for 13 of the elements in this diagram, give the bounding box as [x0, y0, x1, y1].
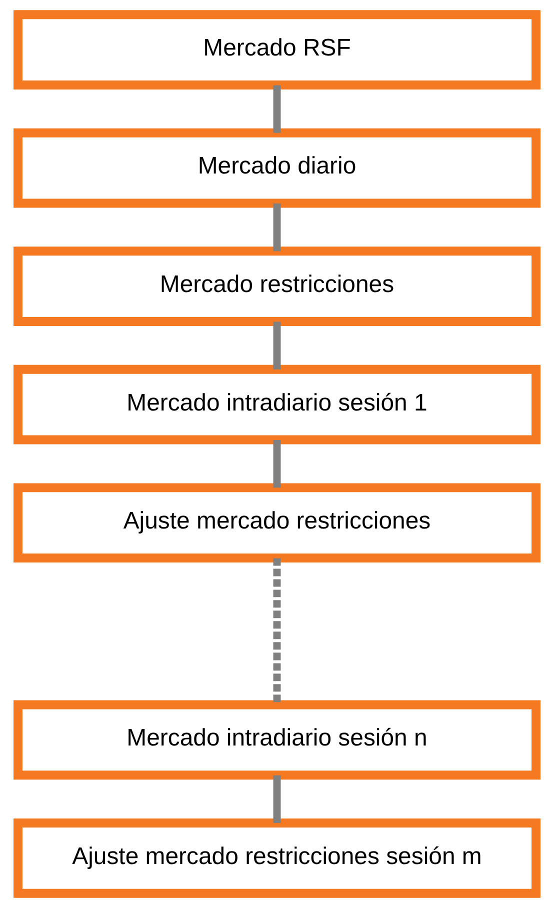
connector — [273, 558, 281, 705]
connector — [273, 775, 281, 824]
node-box: Mercado RSF — [14, 10, 540, 90]
node-box: Mercado restricciones — [14, 246, 540, 326]
node-box: Mercado intradiario sesión n — [14, 700, 540, 780]
node-box: Ajuste mercado restricciones — [14, 483, 540, 563]
connector — [273, 85, 281, 133]
connector — [273, 440, 281, 488]
connector — [273, 204, 281, 252]
connector — [273, 322, 281, 370]
node-box: Mercado diario — [14, 128, 540, 208]
node-box: Ajuste mercado restricciones sesión m — [14, 818, 540, 898]
node-box: Mercado intradiario sesión 1 — [14, 364, 540, 444]
